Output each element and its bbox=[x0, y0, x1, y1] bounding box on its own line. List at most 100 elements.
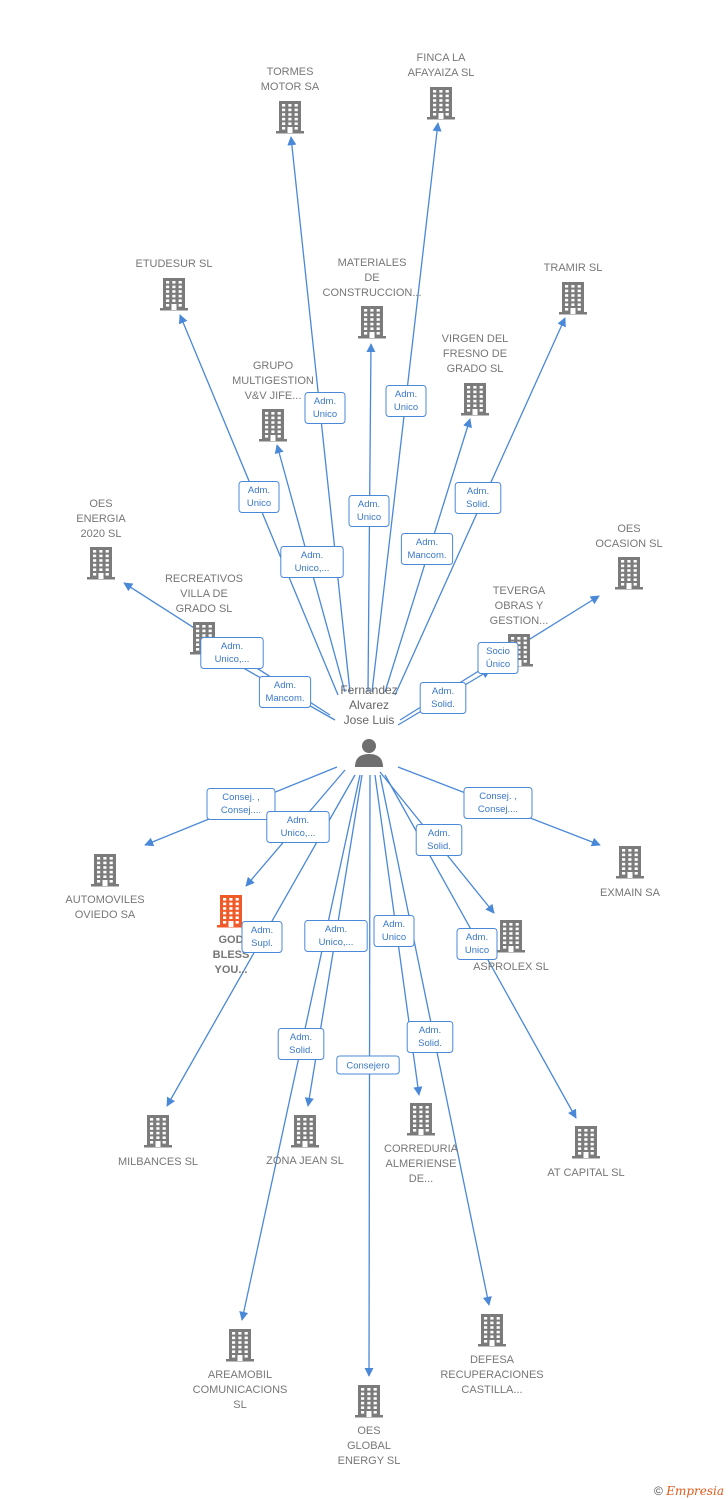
building-icon bbox=[407, 1103, 435, 1136]
company-node-exmain[interactable]: EXMAIN SA bbox=[600, 846, 661, 899]
company-name-line: ZONA JEAN SL bbox=[266, 1155, 344, 1167]
company-node-god[interactable]: GODBLESSYOU... bbox=[213, 895, 250, 976]
edge-label-oes_energia[interactable]: Adm.Unico,... bbox=[200, 637, 264, 669]
edge-label-etudesur[interactable]: Adm.Unico bbox=[238, 481, 280, 513]
edge-label-milbances[interactable]: Adm.Supl. bbox=[241, 921, 283, 953]
edge-label-asprolex[interactable]: Adm.Solid. bbox=[415, 824, 463, 856]
building-icon bbox=[226, 1329, 254, 1362]
edge-label-line: Adm. bbox=[251, 925, 273, 936]
person-name-line: Jose Luis bbox=[344, 713, 395, 727]
edge-label-tramir[interactable]: Adm. Solid. bbox=[454, 482, 502, 514]
edge-label-box bbox=[266, 811, 330, 843]
edge-label-line: Adm. bbox=[467, 486, 489, 497]
edge-label-oes_global[interactable]: Consejero bbox=[336, 1055, 400, 1075]
edge-label-god[interactable]: Adm. Unico,... bbox=[266, 811, 330, 843]
company-name-line: GRADO SL bbox=[176, 603, 233, 615]
edge-label-virgen[interactable]: Adm.Mancom. bbox=[400, 533, 454, 565]
company-node-atcapital[interactable]: AT CAPITAL SL bbox=[547, 1126, 625, 1179]
edge-label-correduria[interactable]: Adm.Unico bbox=[373, 915, 415, 947]
company-name-line: EXMAIN SA bbox=[600, 887, 661, 899]
edge-label-box bbox=[206, 788, 276, 820]
edge-label-materiales[interactable]: Adm.Unico bbox=[348, 495, 390, 527]
edge-label-box bbox=[336, 1055, 400, 1075]
company-node-defesa[interactable]: DEFESARECUPERACIONESCASTILLA... bbox=[440, 1314, 544, 1396]
company-name-line: TRAMIR SL bbox=[544, 262, 603, 274]
company-name-line: 2020 SL bbox=[81, 528, 122, 540]
company-node-asprolex[interactable]: ASPROLEX SL bbox=[473, 920, 549, 973]
edge-label-line: Mancom. bbox=[407, 550, 446, 561]
building-icon bbox=[478, 1314, 506, 1347]
edge-label-tormes[interactable]: Adm. Unico bbox=[304, 392, 346, 424]
edge-label-zona[interactable]: Adm.Unico,... bbox=[304, 920, 368, 952]
edge-label-line: Adm. bbox=[383, 919, 405, 930]
company-node-materiales[interactable]: MATERIALESDECONSTRUCCION... bbox=[323, 257, 422, 339]
edge-label-line: Consejero bbox=[346, 1061, 389, 1072]
brand-name: Empresia bbox=[666, 1484, 724, 1498]
company-name-line: DE bbox=[364, 272, 379, 284]
company-name-line: TORMES bbox=[267, 66, 314, 78]
edge-label-automoviles[interactable]: Consej. ,Consej.... bbox=[206, 788, 276, 820]
edge-label-line: Unico bbox=[313, 409, 337, 420]
company-node-correduria[interactable]: CORREDURIAALMERIENSEDE... bbox=[384, 1103, 459, 1185]
building-icon bbox=[572, 1126, 600, 1159]
building-icon bbox=[461, 383, 489, 416]
company-name-line: MILBANCES SL bbox=[118, 1156, 198, 1168]
company-name-line: MULTIGESTION bbox=[232, 375, 314, 387]
edge-label-line: Unico bbox=[465, 945, 489, 956]
edge-label-box bbox=[419, 682, 467, 714]
edge-label-atcapital[interactable]: Adm.Unico bbox=[456, 928, 498, 960]
edge-label-line: Socio bbox=[486, 646, 510, 657]
company-name-line: FRESNO DE bbox=[443, 348, 507, 360]
edge-label-line: Adm. bbox=[248, 485, 270, 496]
edge-label-exmain[interactable]: Consej. ,Consej.... bbox=[463, 787, 533, 819]
edge-label-box bbox=[304, 920, 368, 952]
edge-label-grupo[interactable]: Adm.Unico,... bbox=[280, 546, 344, 578]
company-node-zona[interactable]: ZONA JEAN SL bbox=[266, 1115, 344, 1167]
company-name-line: DEFESA bbox=[470, 1354, 515, 1366]
company-name-line: GOD bbox=[218, 934, 243, 946]
edge-label-defesa[interactable]: Adm. Solid. bbox=[406, 1021, 454, 1053]
edge-label-finca[interactable]: Adm.Unico bbox=[385, 385, 427, 417]
edge-label-line: Adm. bbox=[287, 815, 309, 826]
building-icon bbox=[144, 1115, 172, 1148]
company-node-tramir[interactable]: TRAMIR SL bbox=[544, 262, 603, 315]
edge-label-line: Solid. bbox=[466, 499, 490, 510]
edge-label-recreativos[interactable]: Adm.Mancom. bbox=[258, 676, 312, 708]
copyright-symbol: © bbox=[654, 1484, 663, 1498]
edge-label-line: Adm. bbox=[358, 499, 380, 510]
edge-label-line: Unico,... bbox=[281, 828, 316, 839]
edge-label-line: Solid. bbox=[418, 1038, 442, 1049]
edge-label-areamobil[interactable]: Adm.Solid. bbox=[277, 1028, 325, 1060]
edge-label-line: Adm. bbox=[221, 641, 243, 652]
edge-label-line: Adm. bbox=[428, 828, 450, 839]
edge-label-box bbox=[454, 482, 502, 514]
company-node-etudesur[interactable]: ETUDESUR SL bbox=[135, 258, 213, 311]
building-icon bbox=[559, 282, 587, 315]
company-name-line: FINCA LA bbox=[417, 52, 467, 64]
company-name-line: GRADO SL bbox=[447, 363, 504, 375]
edge-label-line: Adm. bbox=[314, 396, 336, 407]
company-name-line: AREAMOBIL bbox=[208, 1369, 272, 1381]
edge-label-line: Consej. , bbox=[222, 792, 260, 803]
person-name-line: Fernandez bbox=[340, 683, 397, 697]
company-name-line: OBRAS Y bbox=[495, 600, 544, 612]
building-icon bbox=[616, 846, 644, 879]
building-icon bbox=[259, 409, 287, 442]
company-name-line: OES bbox=[357, 1425, 380, 1437]
company-node-milbances[interactable]: MILBANCES SL bbox=[118, 1115, 198, 1168]
edge-label-line: Adm. bbox=[419, 1025, 441, 1036]
building-icon bbox=[160, 278, 188, 311]
edge-label-teverga[interactable]: Adm.Solid. bbox=[419, 682, 467, 714]
